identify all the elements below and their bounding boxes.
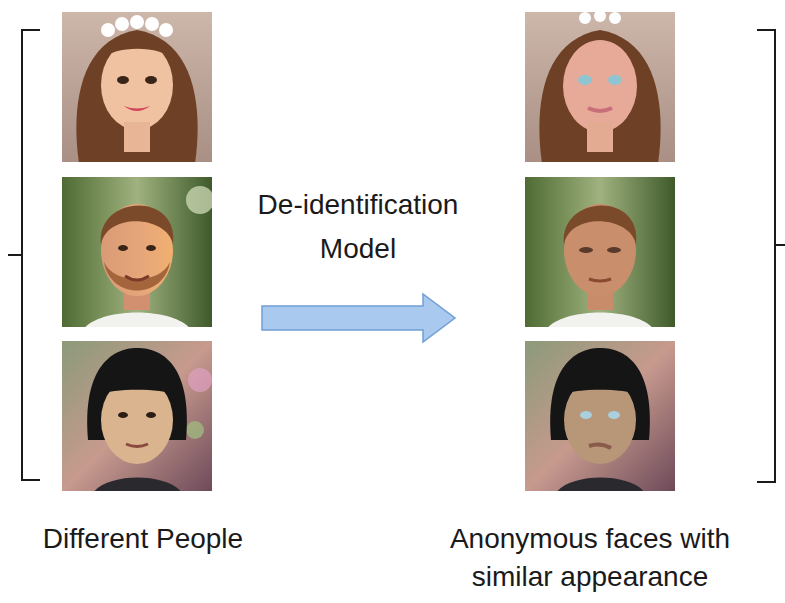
block-arrow — [262, 294, 455, 342]
right-bracket — [757, 30, 785, 482]
man-photo — [62, 177, 212, 327]
image-group: Different People — [0, 0, 262, 600]
left-bracket — [8, 30, 40, 480]
group-caption: Anonymous faces with similar appearance — [410, 520, 770, 596]
group-caption: Different People — [0, 520, 286, 558]
arrow-label: De-identification Model — [233, 183, 483, 271]
anonymous-man-photo — [525, 177, 675, 327]
woman-photo — [62, 341, 212, 491]
image-group: Anonymous faces with similar appearance — [455, 0, 785, 600]
girl-photo — [62, 12, 212, 162]
anonymous-woman-photo — [525, 341, 675, 491]
anonymous-girl-photo — [525, 12, 675, 162]
